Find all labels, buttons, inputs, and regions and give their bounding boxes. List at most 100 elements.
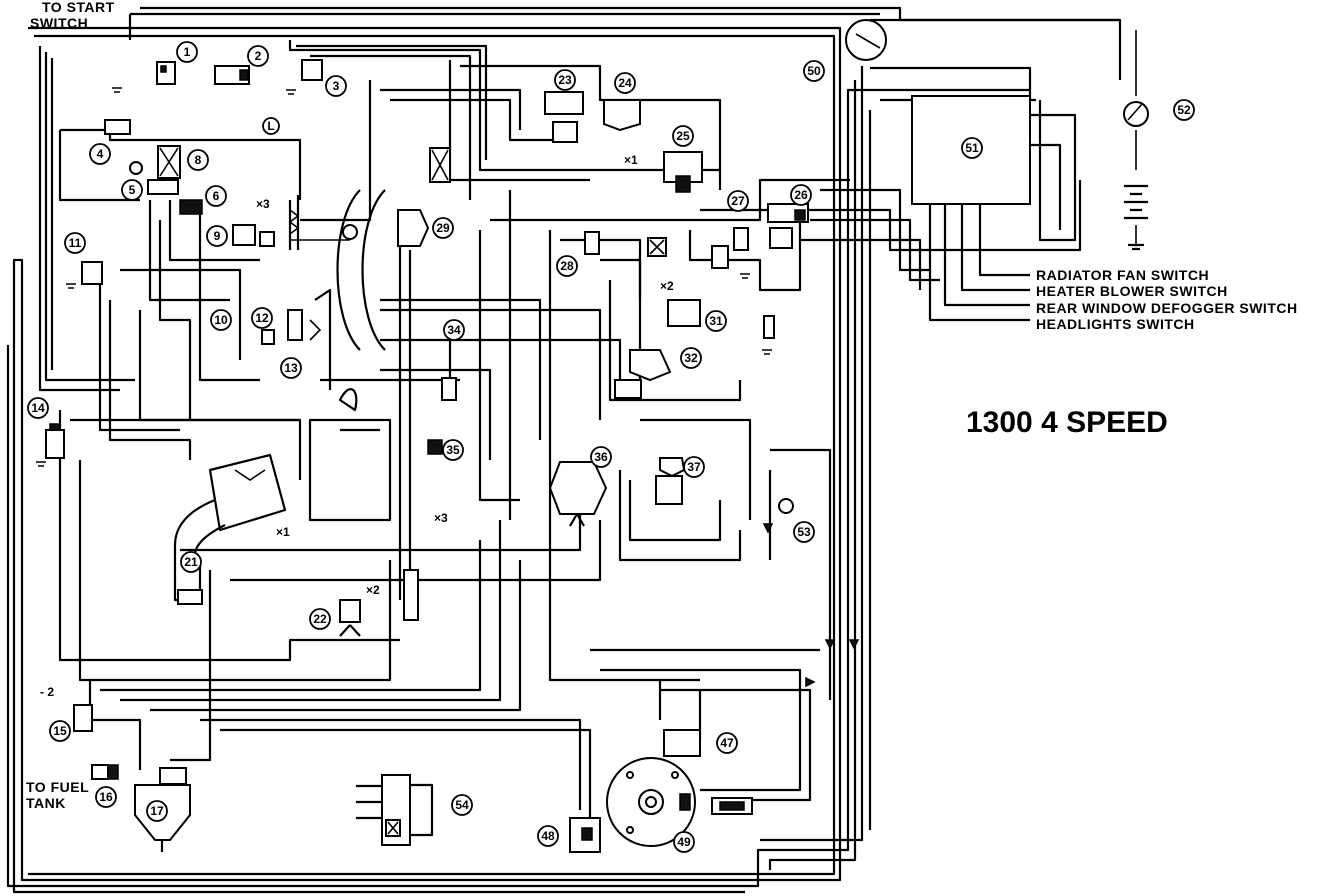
mark-l: L [267,119,274,133]
radiator-fan-switch-label: RADIATOR FAN SWITCH [1036,267,1209,283]
svg-text:49: 49 [677,835,691,849]
callout-24: 24 [614,72,636,94]
to-start-switch-label-line1: TO START [42,0,115,15]
internal-wiring [58,18,1137,820]
svg-text:8: 8 [195,153,202,167]
callout-31: 31 [705,310,727,332]
callout-52: 52 [1173,99,1195,121]
callout-16: 16 [95,786,117,808]
callout-29: 29 [432,217,454,239]
svg-text:10: 10 [214,313,228,327]
mark-x1-bottom: ×1 [276,525,290,539]
callout-5: 5 [121,179,143,201]
svg-text:54: 54 [455,798,469,812]
svg-text:13: 13 [284,361,298,375]
svg-text:3: 3 [333,79,340,93]
svg-text:51: 51 [965,141,979,155]
mark-x2-right: ×2 [660,279,674,293]
svg-text:34: 34 [447,323,461,337]
svg-text:50: 50 [807,64,821,78]
mark-x1-top: ×1 [624,153,638,167]
text-labels: TO START SWITCH TO FUEL TANK RADIATOR FA… [26,0,1298,811]
svg-text:17: 17 [150,804,164,818]
callout-54: 54 [451,794,473,816]
callout-36: 36 [590,446,612,468]
svg-text:36: 36 [594,450,608,464]
svg-text:28: 28 [560,259,574,273]
engine-block [290,189,392,522]
svg-text:4: 4 [97,147,104,161]
svg-text:37: 37 [687,460,701,474]
callout-17: 17 [146,800,168,822]
svg-text:27: 27 [731,194,745,208]
svg-text:53: 53 [797,525,811,539]
svg-text:16: 16 [99,790,113,804]
mark-x2-center: ×2 [366,583,380,597]
callout-32: 32 [680,347,702,369]
mark-x3-bottom: ×3 [434,511,448,525]
callout-35: 35 [442,439,464,461]
to-fuel-tank-label-line2: TANK [26,795,66,811]
svg-text:48: 48 [541,829,555,843]
svg-text:22: 22 [313,612,327,626]
callout-23: 23 [554,69,576,91]
headlights-switch-label: HEADLIGHTS SWITCH [1036,316,1195,332]
components [36,19,1149,853]
svg-text:12: 12 [255,311,269,325]
rear-window-defogger-switch-label: REAR WINDOW DEFOGGER SWITCH [1036,300,1298,316]
callout-51: 51 [961,137,983,159]
callout-25: 25 [672,125,694,147]
callout-2: 2 [247,45,269,67]
mark-x2-left: - 2 [40,685,54,699]
air-intake [173,453,287,605]
callout-48: 48 [537,825,559,847]
callout-13: 13 [280,357,302,379]
svg-text:25: 25 [676,129,690,143]
heater-blower-switch-label: HEATER BLOWER SWITCH [1036,283,1228,299]
svg-text:11: 11 [69,236,82,250]
svg-text:2: 2 [255,49,262,63]
callout-11: 11 [64,232,86,254]
svg-text:29: 29 [436,221,450,235]
callout-37: 37 [683,456,705,478]
callout-15: 15 [49,720,71,742]
svg-text:31: 31 [709,314,723,328]
svg-text:52: 52 [1177,103,1191,117]
to-start-switch-label-line2: SWITCH [30,15,88,31]
svg-text:35: 35 [446,443,460,457]
svg-text:9: 9 [214,229,221,243]
svg-text:47: 47 [720,736,734,750]
callout-6: 6 [205,185,227,207]
callout-47: 47 [716,732,738,754]
svg-text:21: 21 [184,555,198,569]
callout-34: 34 [443,319,465,341]
callout-50: 50 [803,60,825,82]
svg-text:32: 32 [684,351,698,365]
callout-12: 12 [251,307,273,329]
callout-8: 8 [187,149,209,171]
callout-28: 28 [556,255,578,277]
svg-text:23: 23 [558,73,572,87]
callout-27: 27 [727,190,749,212]
callout-21: 21 [180,551,202,573]
svg-text:26: 26 [794,188,808,202]
svg-text:1: 1 [184,45,191,59]
callout-22: 22 [309,608,331,630]
callout-1: 1 [176,41,198,63]
outer-harness [6,6,1122,894]
svg-text:14: 14 [31,401,45,415]
callout-53: 53 [793,521,815,543]
callout-9: 9 [206,225,228,247]
svg-text:24: 24 [618,76,632,90]
callout-14: 14 [27,397,49,419]
callout-10: 10 [210,309,232,331]
svg-text:15: 15 [53,724,67,738]
svg-text:5: 5 [129,183,136,197]
to-fuel-tank-label-line1: TO FUEL [26,779,89,795]
callout-49: 49 [673,831,695,853]
diagram-title: 1300 4 SPEED [966,406,1168,439]
callout-26: 26 [790,184,812,206]
mark-x3-top: ×3 [256,197,270,211]
callout-3: 3 [325,75,347,97]
